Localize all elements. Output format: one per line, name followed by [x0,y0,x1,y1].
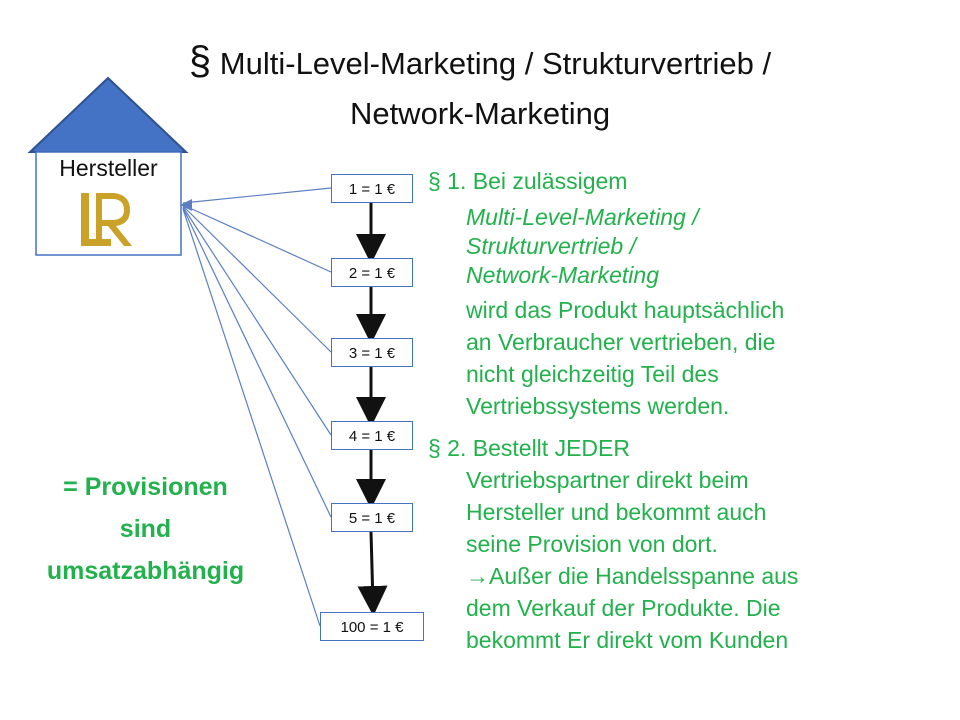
lr-logo-icon [81,193,132,246]
hersteller-label: Hersteller [59,155,158,181]
connector-line [182,205,332,353]
provision-line-3: umsatzabhängig [46,557,245,585]
chain-box-5: 5 = 1 € [331,503,413,532]
title-line-1: § Multi-Level-Marketing / Strukturvertri… [60,36,900,89]
chain-arrow [357,531,388,616]
connector-line [182,187,332,204]
paragraph-symbol: § [188,39,212,83]
body-line: wird das Produkt hauptsächlich [466,297,785,323]
provision-line-2: sind [119,515,172,543]
connector-arrowhead [180,199,192,211]
right-arrow-icon: → [466,563,489,589]
chain-box-2: 2 = 1 € [331,258,413,287]
chain-box-100: 100 = 1 € [320,612,424,641]
provision-note: = Provisionen sind umsatzabhängig [18,466,273,592]
title-line-2: Network-Marketing [349,96,611,131]
italic-line: Multi-Level-Marketing / [466,204,699,230]
paragraph-1-body: wird das Produkt hauptsächlich an Verbra… [466,294,784,422]
italic-line: Network-Marketing [466,262,659,288]
connector-line [182,208,321,627]
body-line: an Verbraucher vertrieben, die [466,329,776,355]
body-line: Vertriebssystems werden. [466,393,730,419]
body-line: seine Provision von dort. [466,531,718,557]
paragraph-2-lead: § 2. Bestellt JEDER [428,435,630,461]
arrow-text: Außer die Handelsspanne aus [489,563,799,589]
paragraph-2-body: Vertriebspartner direkt beim Hersteller … [466,464,798,656]
body-line: dem Verkauf der Produkte. Die [466,595,781,621]
body-line-arrow: →Außer die Handelsspanne aus [466,560,798,592]
chain-box-4: 4 = 1 € [331,421,413,450]
body-line: nicht gleichzeitig Teil des [466,361,719,387]
house-body [35,151,182,256]
connector-line [182,207,332,518]
paragraph-1-italic: Multi-Level-Marketing / Strukturvertrieb… [466,203,699,290]
title-text-1: Multi-Level-Marketing / Strukturvertrieb… [219,46,772,81]
house-roof [27,76,189,153]
chain-box-1: 1 = 1 € [331,174,413,203]
paragraph-1-lead: § 1. Bei zulässigem [428,168,628,194]
slide-title: § Multi-Level-Marketing / Strukturvertri… [60,36,900,139]
connector-line [182,204,332,273]
body-line: bekommt Er direkt vom Kunden [466,627,789,653]
body-line: Vertriebspartner direkt beim [466,467,749,493]
body-line: Hersteller und bekommt auch [466,499,767,525]
italic-line: Strukturvertrieb / [466,233,636,259]
connector-line [182,206,332,436]
chain-box-3: 3 = 1 € [331,338,413,367]
provision-line-1: = Provisionen [63,473,228,501]
